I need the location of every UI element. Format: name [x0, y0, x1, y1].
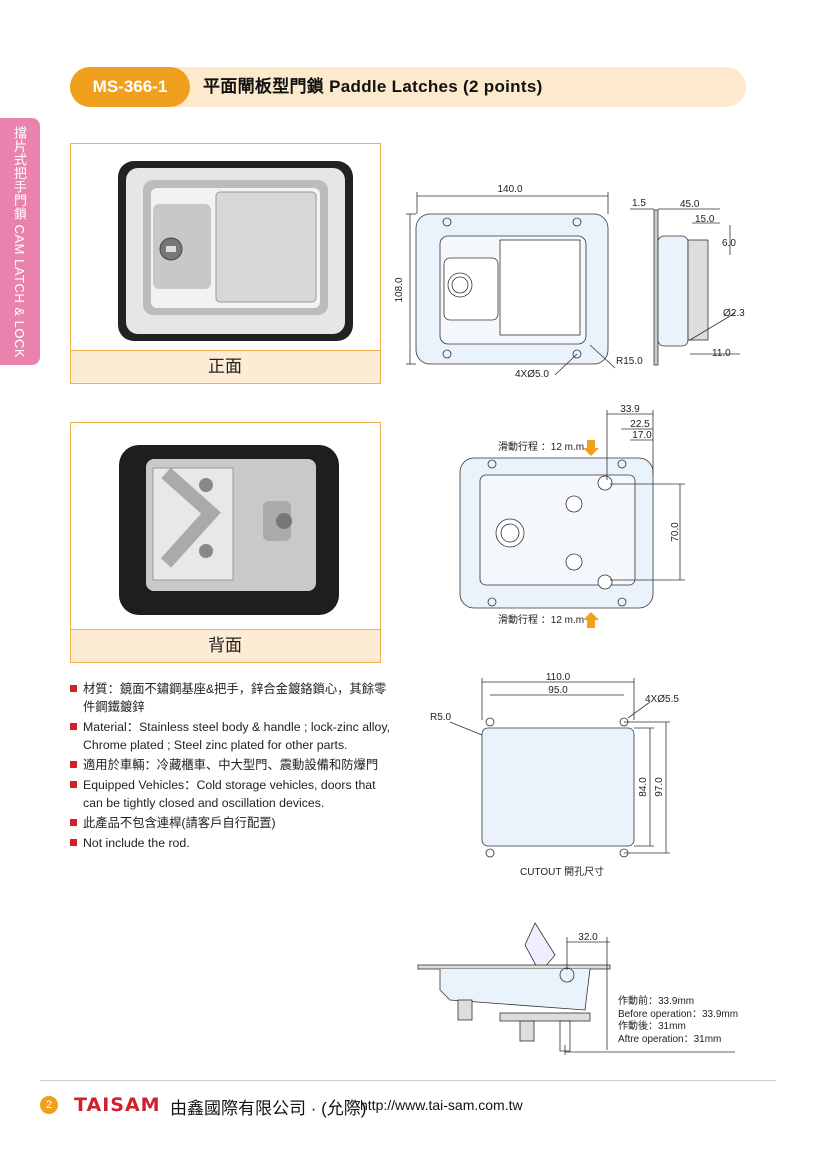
brand-logo: TAISAM: [74, 1094, 161, 1116]
dim-h-outer: 97.0: [654, 777, 665, 797]
latch-back-image: [119, 445, 339, 615]
dim-holes: 4XØ5.5: [645, 694, 679, 705]
latch-front-image: [118, 161, 353, 341]
company-name: 由鑫國際有限公司 · (允際): [170, 1099, 367, 1118]
spec-list: 材質：鏡面不鏽鋼基座&把手，鋅合金鍍鉻鎖心，其餘零件鋼鐵鍍鋅 Material：…: [70, 680, 390, 854]
dim-32: 32.0: [578, 932, 598, 943]
dim-pin: Ø2.3: [723, 308, 745, 319]
spec-item: Not include the rod.: [70, 834, 390, 852]
model-badge: MS-366-1: [70, 67, 190, 107]
photo-caption: 正面: [208, 357, 242, 376]
cutout-drawing: 110.0 95.0 4XØ5.5 R5.0 84.0 97.0 CUTOUT …: [430, 672, 679, 878]
dim-radius: R15.0: [616, 356, 643, 367]
dim-depth: 45.0: [680, 199, 700, 210]
photo-back: 背面: [70, 422, 381, 663]
spec-item: Equipped Vehicles：Cold storage vehicles,…: [70, 776, 390, 812]
arrow-down-icon: [583, 440, 599, 456]
stroke-bottom-label: 滑動行程 ：12 m.m: [498, 613, 584, 626]
dim-d3: 17.0: [632, 430, 652, 441]
dim-w-outer: 110.0: [546, 672, 571, 683]
photo-front: 正面: [70, 143, 381, 384]
dim-h-inner: 84.0: [638, 777, 649, 797]
dim-d2: 22.5: [630, 419, 650, 430]
operation-note: 作動前：33.9mm: [618, 994, 694, 1007]
operation-note: Aftre operation：31mm: [618, 1034, 721, 1045]
dim-holes: 4XØ5.0: [515, 369, 549, 380]
dim-w-inner: 95.0: [548, 685, 568, 696]
arrow-up-icon: [583, 612, 599, 628]
spec-item: 材質：鏡面不鏽鋼基座&把手，鋅合金鍍鉻鎖心，其餘零件鋼鐵鍍鋅: [70, 680, 390, 716]
dim-offset: 15.0: [695, 214, 715, 225]
side-operation-drawing: 32.0 作動前：33.9mm Before operation：33.9mm …: [417, 922, 738, 1055]
dim-d1: 33.9: [620, 404, 640, 415]
cutout-label: CUTOUT 開孔尺寸: [520, 865, 604, 878]
page-title: 平面閘板型門鎖 Paddle Latches (2 points): [203, 77, 543, 96]
dim-tab: 6.0: [722, 238, 736, 249]
operation-note: 作動後：31mm: [618, 1019, 686, 1032]
dim-pin-offset: 11.0: [712, 348, 731, 359]
spec-item: 適用於車輛：冷藏櫃車、中大型門、震動設備和防爆門: [70, 756, 390, 774]
category-label: 擋片式把手門鎖 CAM LATCH & LOCK: [12, 126, 27, 359]
photo-caption: 背面: [208, 636, 242, 655]
category-side-tab: 擋片式把手門鎖 CAM LATCH & LOCK: [0, 118, 40, 365]
front-dimension-drawing: 140.0 108.0 4XØ5.0 R15.0 1.5 45.0 15.0 6…: [394, 184, 745, 380]
spec-item: 此產品不包含連桿(請客戶自行配置): [70, 814, 390, 832]
page-number: 2: [40, 1096, 58, 1114]
dim-thickness: 1.5: [632, 198, 646, 209]
website-link[interactable]: http://www.tai-sam.com.tw: [360, 1097, 523, 1113]
operation-note: Before operation：33.9mm: [618, 1009, 738, 1020]
back-dimension-drawing: 33.9 22.5 17.0 70.0 滑動行程 ：12 m.m 滑動行程 ：1…: [459, 404, 685, 628]
dim-height: 108.0: [394, 277, 405, 302]
stroke-top-label: 滑動行程 ：12 m.m: [498, 440, 584, 453]
dim-span: 70.0: [670, 522, 681, 542]
spec-item: Material：Stainless steel body & handle ;…: [70, 718, 390, 754]
dim-width: 140.0: [497, 184, 522, 195]
footer-divider: [40, 1080, 776, 1081]
dim-radius: R5.0: [430, 712, 452, 723]
